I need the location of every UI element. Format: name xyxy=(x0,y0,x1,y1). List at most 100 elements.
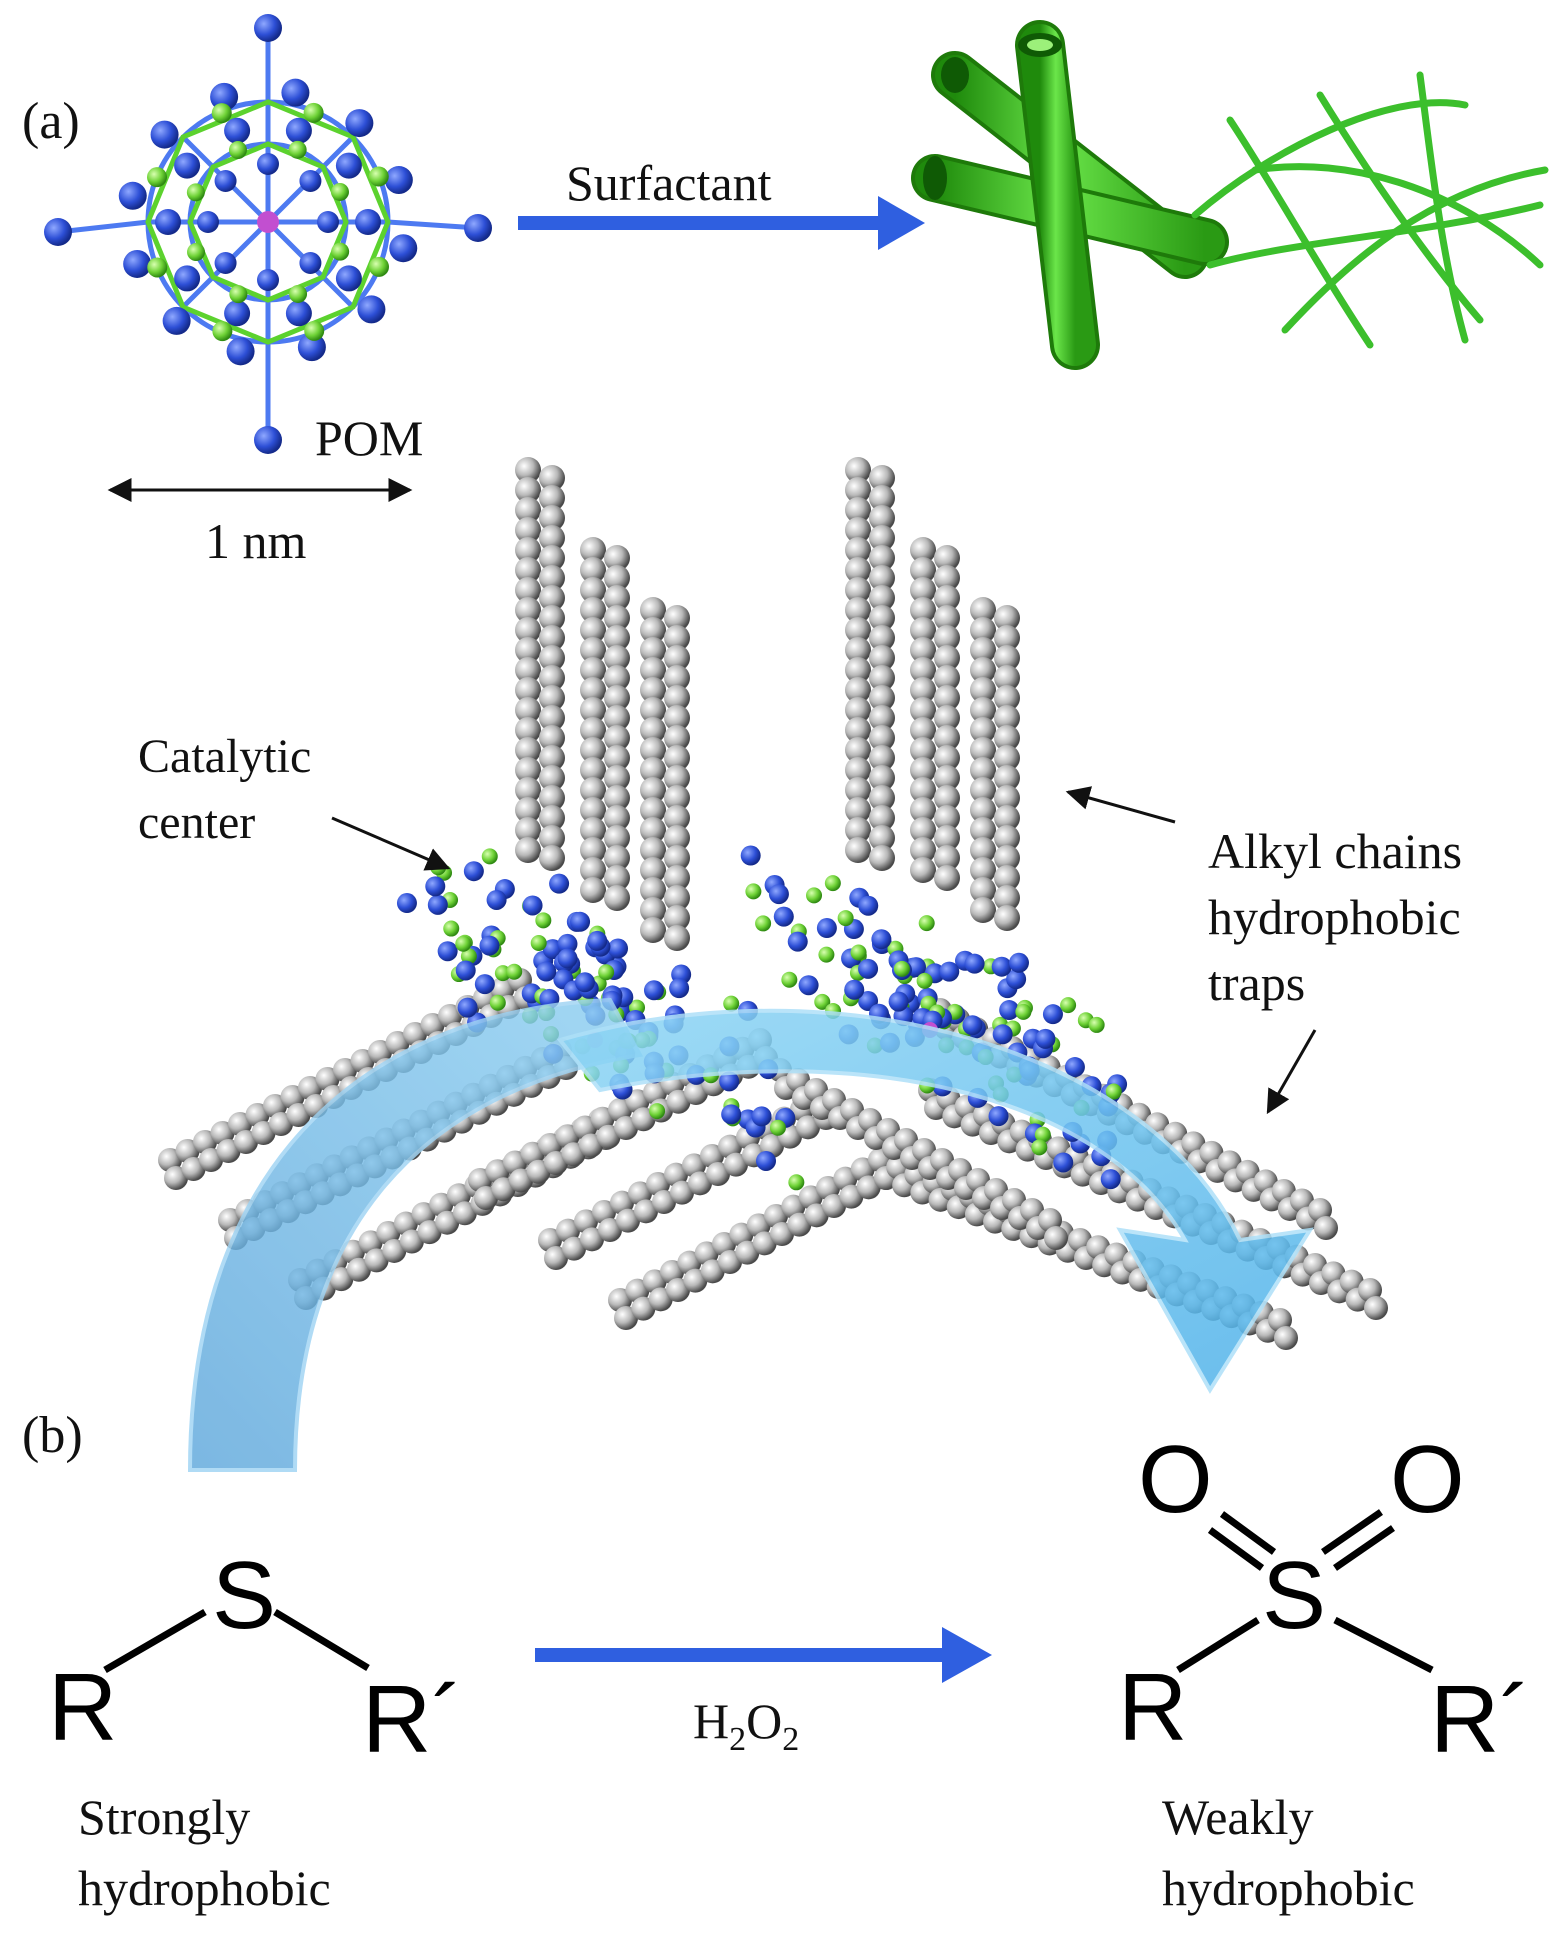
chain-atom xyxy=(539,805,565,831)
chain-atom xyxy=(970,897,996,923)
oxygen-atom xyxy=(224,300,251,327)
chain-atom xyxy=(515,817,541,843)
chain-atom xyxy=(640,777,666,803)
chain-atom xyxy=(616,1208,640,1233)
chain-atom xyxy=(994,685,1020,711)
chain-atom xyxy=(869,605,895,631)
chain-atom xyxy=(970,657,996,683)
oxygen-atom xyxy=(844,979,865,1000)
chain-atom xyxy=(580,637,606,663)
oxygen-atom xyxy=(992,1024,1013,1045)
reaction-arrow xyxy=(535,1627,992,1683)
chain-atom xyxy=(580,617,606,643)
oxygen-atom xyxy=(798,975,819,996)
chain-atom xyxy=(706,1162,730,1186)
chain-atom xyxy=(910,817,936,843)
chain-atom xyxy=(934,725,960,751)
chain-atom xyxy=(604,785,630,811)
chain-atom xyxy=(869,505,895,531)
chain-atom xyxy=(515,517,541,543)
chain-atom xyxy=(515,477,541,503)
chain-atom xyxy=(934,845,960,871)
metal-atom xyxy=(147,167,168,188)
oxygen-atom xyxy=(174,152,201,179)
chain-atom xyxy=(580,797,606,823)
chain-atom xyxy=(604,625,630,651)
chain-atom xyxy=(934,825,960,851)
chain-atom xyxy=(910,657,936,683)
chain-atom xyxy=(580,557,606,583)
chain-atom xyxy=(664,725,690,751)
oxygen-atom xyxy=(1053,1152,1074,1173)
chain-atom xyxy=(640,917,666,943)
chain-atom xyxy=(994,705,1020,731)
chain-atom xyxy=(515,737,541,763)
oxygen-atom xyxy=(768,884,789,905)
flow-arrow-left xyxy=(187,997,644,1472)
metal-atom xyxy=(755,915,772,932)
chain-atom xyxy=(515,677,541,703)
reactant-R-prime: R´ xyxy=(362,1666,463,1773)
oxygen-atom xyxy=(719,1071,740,1092)
alkyl-pointer-top xyxy=(1065,786,1176,824)
metal-atom xyxy=(723,995,740,1012)
chain-atom xyxy=(934,705,960,731)
chain-atom xyxy=(869,785,895,811)
oxygen-atom xyxy=(155,209,181,235)
chain-atom xyxy=(580,697,606,723)
oxygen-atom xyxy=(174,265,201,292)
chain-atom xyxy=(869,765,895,791)
chain-atom xyxy=(688,1171,712,1196)
oxygen-atom xyxy=(858,958,879,979)
chain-atom xyxy=(869,685,895,711)
chain-atom xyxy=(539,625,565,651)
metal-atom xyxy=(850,944,867,961)
metal-atom xyxy=(288,140,307,159)
chain-atom xyxy=(417,1220,442,1245)
chain-atom xyxy=(364,1248,389,1273)
chain-atom xyxy=(970,677,996,703)
chain-atom xyxy=(640,677,666,703)
oxygen-atom xyxy=(297,333,326,362)
chain-atom xyxy=(970,817,996,843)
chain-atom xyxy=(934,605,960,631)
chain-atom xyxy=(994,785,1020,811)
chain-atom xyxy=(515,537,541,563)
product-R: R xyxy=(1118,1654,1187,1761)
metal-atom xyxy=(806,887,823,904)
chain-atom xyxy=(664,925,690,951)
metal-atom xyxy=(1088,1016,1105,1033)
chain-atom xyxy=(435,1210,460,1235)
chain-atom xyxy=(515,697,541,723)
oxygen-atom xyxy=(118,181,147,210)
chain-atom xyxy=(515,617,541,643)
metal-atom xyxy=(918,915,935,932)
chain-atom xyxy=(539,665,565,691)
oxygen-atom xyxy=(299,252,322,275)
chain-atom xyxy=(845,817,871,843)
oxygen-atom xyxy=(384,166,413,195)
chain-atom xyxy=(604,865,630,891)
chain-atom xyxy=(970,737,996,763)
metal-atom xyxy=(1015,1003,1032,1020)
chain-atom xyxy=(580,597,606,623)
chain-atom xyxy=(845,457,871,483)
chain-atom xyxy=(580,677,606,703)
oxygen-atom xyxy=(486,889,507,910)
chain-atom xyxy=(869,805,895,831)
chain-atom xyxy=(869,625,895,651)
chain-atom xyxy=(604,605,630,631)
metal-atom xyxy=(481,848,498,865)
oxygen-atom xyxy=(557,948,578,969)
product-caption-line2: hydrophobic xyxy=(1162,1860,1415,1916)
product-O-right: O xyxy=(1390,1426,1465,1533)
oxygen-atom xyxy=(988,1106,1009,1127)
oxygen-atom xyxy=(587,930,608,951)
chain-atom xyxy=(869,705,895,731)
chain-atom xyxy=(845,697,871,723)
metal-atom xyxy=(916,972,933,989)
chain-atom xyxy=(640,797,666,823)
chain-atom xyxy=(869,585,895,611)
chain-atom xyxy=(515,757,541,783)
chain-atom xyxy=(1044,1226,1068,1250)
